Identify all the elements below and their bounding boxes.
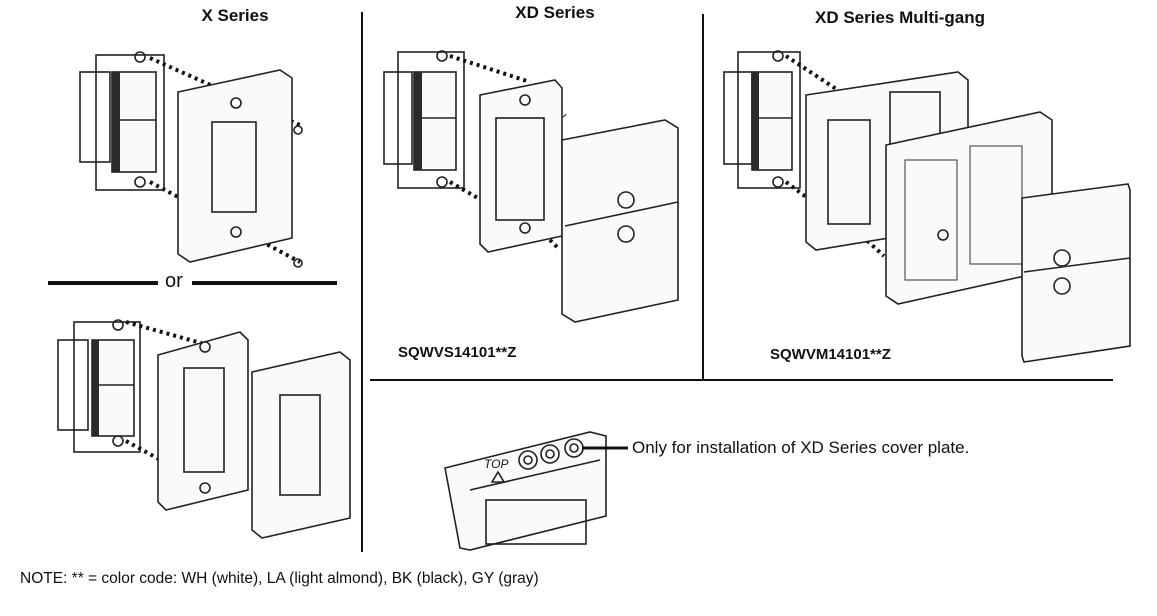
x-series-cover-plate	[177, 69, 303, 268]
divider-vertical-left	[361, 12, 363, 552]
or-divider-left	[48, 281, 158, 285]
or-label: or	[161, 270, 187, 293]
detail-top-label: TOP	[484, 457, 508, 471]
color-code-note: NOTE: ** = color code: WH (white), LA (l…	[20, 570, 539, 587]
x-series-switch	[79, 51, 165, 191]
divider-horizontal-bottom	[370, 379, 1113, 381]
xd-multi-gang-model: SQWVM14101**Z	[770, 346, 891, 363]
detail-callout: Only for installation of XD Series cover…	[632, 438, 970, 457]
detail-adapter-top: TOP	[444, 431, 628, 551]
xd-series-cover-plate	[561, 119, 679, 323]
xd-series-title: XD Series	[515, 3, 595, 22]
or-divider-right	[192, 281, 337, 285]
xd-multi-cover-plate	[1021, 183, 1131, 363]
xd-multi-gang-title: XD Series Multi-gang	[814, 8, 986, 27]
x-series-alt-switch	[57, 319, 141, 453]
divider-vertical-right	[702, 14, 704, 380]
x-series-alt-cover-plate	[251, 351, 351, 539]
x-series-title: X Series	[201, 6, 269, 25]
x-series-adapter-frame	[157, 331, 249, 511]
xd-series-switch	[383, 50, 465, 189]
xd-multi-switch	[723, 50, 801, 189]
xd-series-model: SQWVS14101**Z	[398, 344, 517, 361]
xd-series-adapter-frame	[479, 79, 563, 253]
